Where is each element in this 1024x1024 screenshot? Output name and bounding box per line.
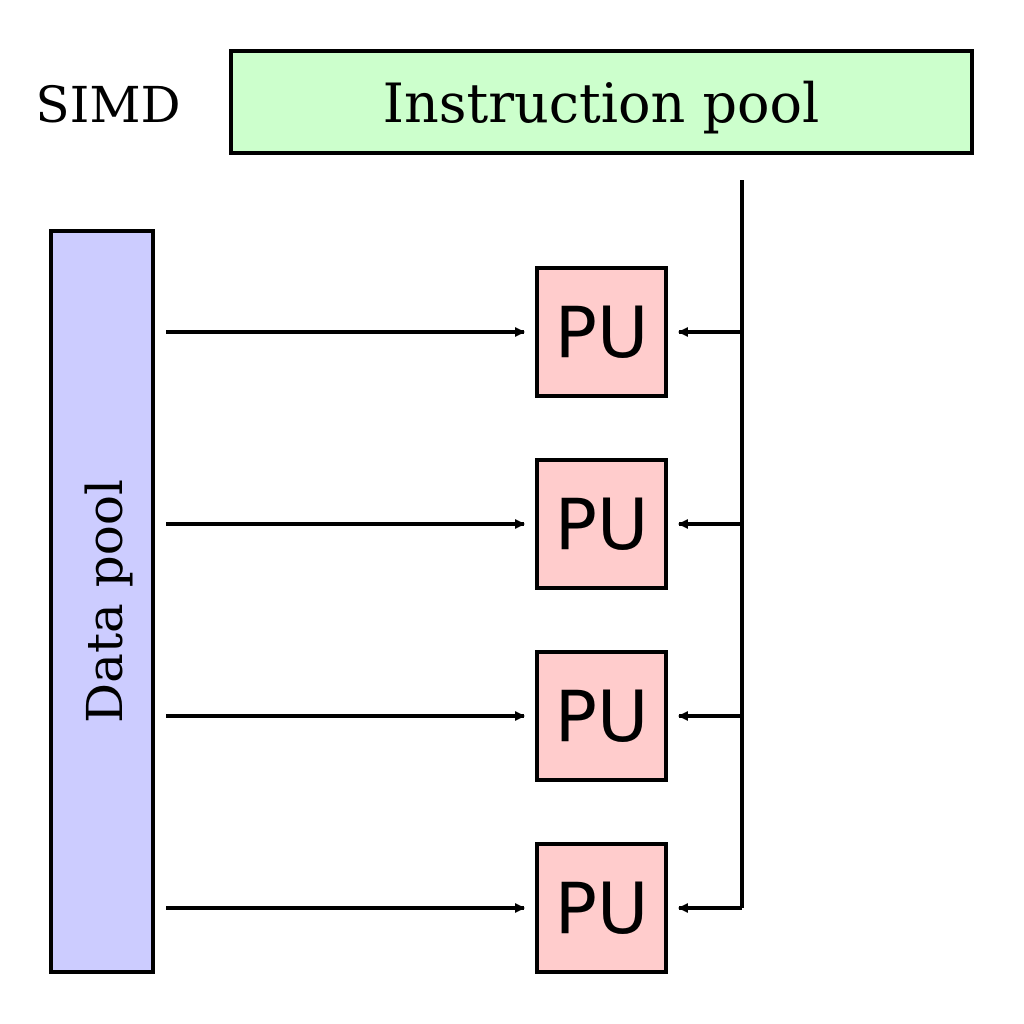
pu-label-2: PU — [555, 484, 648, 566]
pu-label-3: PU — [555, 676, 648, 758]
pu-box-2 — [535, 458, 668, 590]
pu-box-3 — [535, 650, 668, 782]
instruction-pool: Instruction pool — [229, 49, 974, 155]
pu-label-1: PU — [555, 292, 648, 374]
pu-box-1 — [535, 266, 668, 398]
instruction-pool-box — [229, 49, 974, 155]
pu-box-4 — [535, 842, 668, 974]
data-pool: Data pool — [49, 229, 155, 974]
processing-units: PU PU PU PU — [166, 266, 742, 974]
data-pool-box — [49, 229, 155, 974]
diagram-title: SIMD — [35, 76, 180, 134]
data-pool-label: Data pool — [76, 479, 134, 723]
instruction-pool-label: Instruction pool — [383, 72, 820, 135]
pu-label-4: PU — [555, 868, 648, 950]
